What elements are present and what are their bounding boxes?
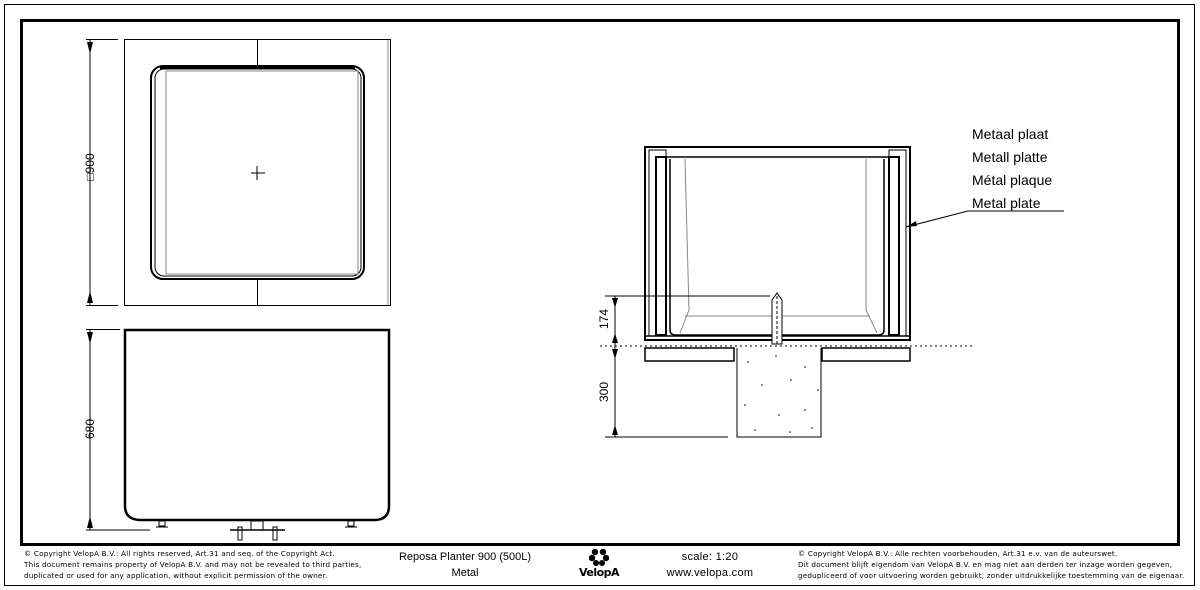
section-dimension-lower: 300 (597, 381, 611, 403)
website-link[interactable]: www.velopa.com (666, 567, 754, 579)
material-callout-de: Metall platte (972, 149, 1048, 165)
section-view (600, 146, 1064, 438)
scale-label: scale: 1:20 (681, 551, 739, 563)
copyright-line: © Copyright VelopA B.V.: All rights rese… (24, 549, 335, 558)
product-info: Reposa Planter 900 (500L) Metal (380, 549, 550, 581)
sheet-outer-border (4, 4, 1195, 586)
product-material: Metal (451, 567, 479, 579)
velopa-logo: VelopA (568, 546, 630, 586)
material-callout-nl: Metaal plaat (972, 126, 1049, 142)
top-view-dimension: □900 (83, 153, 97, 181)
flower-logo-icon (589, 548, 609, 566)
front-view (86, 328, 391, 541)
material-callout-fr: Métal plaque (972, 172, 1053, 188)
product-name: Reposa Planter 900 (500L) (398, 551, 532, 563)
copyright-line: duplicated or used for any application, … (24, 571, 328, 580)
copyright-line: This document remains property of VelopA… (24, 560, 362, 569)
copyright-english: © Copyright VelopA B.V.: All rights rese… (24, 548, 361, 581)
drawing-frame (20, 19, 1180, 546)
scale-info: scale: 1:20 www.velopa.com (650, 549, 770, 581)
copyright-dutch: © Copyright VelopA B.V.: Alle rechten vo… (798, 548, 1184, 581)
front-view-dimension: 680 (83, 418, 97, 440)
copyright-line: gedupliceerd of voor uitvoering worden g… (798, 571, 1185, 580)
section-dimension-upper: 174 (597, 308, 611, 330)
material-callout-en: Metal plate (972, 195, 1041, 211)
top-view (86, 39, 391, 306)
copyright-line: © Copyright VelopA B.V.: Alle rechten vo… (798, 549, 1118, 558)
logo-text: VelopA (578, 566, 620, 579)
copyright-line: Dit document blijft eigendom van VelopA … (798, 560, 1173, 569)
